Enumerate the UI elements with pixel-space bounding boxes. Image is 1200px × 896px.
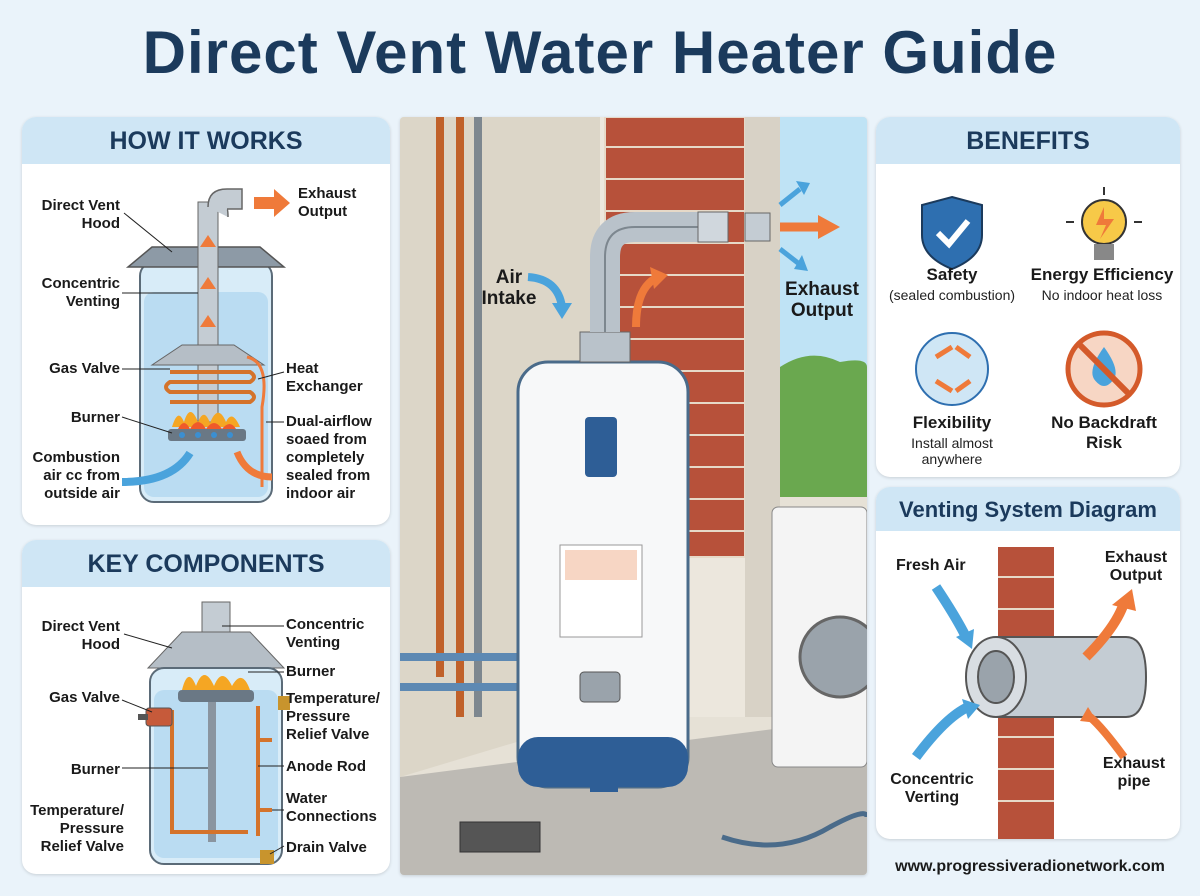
- vent-concentric-label: Concentric Verting: [890, 771, 974, 806]
- key-components-panel: KEY COMPONENTS Direct Vent Hood Concentr…: [22, 540, 390, 874]
- key-water-label: Water Connections: [286, 790, 377, 825]
- benefit-flexibility-sub: Install almost anywhere: [911, 435, 993, 467]
- website-url[interactable]: www.progressiveradionetwork.com: [895, 858, 1165, 875]
- benefit-safety-title: Safety: [926, 265, 978, 284]
- key-burner-label: Burner: [70, 761, 120, 778]
- how-it-works-heading: HOW IT WORKS: [22, 117, 390, 164]
- flex-arrows-icon: [915, 332, 989, 406]
- vent-exhaust-label: Exhaust Output: [1104, 549, 1168, 584]
- scene-exhaust-label: Exhaust Output: [785, 279, 859, 321]
- key-concentric-label: Concentric Venting: [286, 616, 365, 651]
- how-combustion-label: Combustion air cc from outside air: [32, 449, 121, 502]
- benefit-backdraft-title: No Backdraft Risk: [1051, 413, 1157, 452]
- key-burner-top-label: Burner: [286, 663, 336, 680]
- no-backdraft-icon: [1065, 330, 1143, 408]
- shield-check-icon: [921, 195, 983, 271]
- key-drain-label: Drain Valve: [286, 839, 367, 856]
- benefits-icons: [915, 187, 1143, 408]
- page-title: Direct Vent Water Heater Guide: [142, 19, 1058, 86]
- benefit-flexibility-title: Flexibility: [912, 413, 992, 432]
- benefit-efficiency-sub: No indoor heat loss: [1041, 287, 1163, 303]
- key-tpr-left-label: Temperature/ Pressure Relief Valve: [30, 802, 124, 855]
- how-hood-label: Direct Vent Hood: [41, 197, 120, 232]
- key-tpr-right-label: Temperature/ Pressure Relief Valve: [286, 690, 380, 743]
- key-components-diagram: [121, 601, 290, 865]
- vent-fresh-label: Fresh Air: [896, 557, 966, 574]
- benefit-efficiency-title: Energy Efficiency: [1030, 265, 1174, 284]
- venting-panel: Venting System Diagram Fresh Air Exhaust…: [876, 487, 1180, 839]
- how-gas-label: Gas Valve: [49, 360, 120, 377]
- venting-heading: Venting System Diagram: [876, 487, 1180, 531]
- venting-diagram: [912, 547, 1148, 839]
- how-it-works-diagram: [121, 188, 290, 503]
- benefits-heading: BENEFITS: [876, 117, 1180, 164]
- air-intake-label: Air Intake: [481, 267, 537, 309]
- key-components-heading: KEY COMPONENTS: [22, 540, 390, 587]
- key-hood-label: Direct Vent Hood: [41, 618, 120, 653]
- key-gas-label: Gas Valve: [49, 689, 120, 706]
- lightbulb-icon: [1066, 187, 1142, 260]
- how-exhaust-label: Exhaust Output: [298, 185, 357, 220]
- key-anode-label: Anode Rod: [286, 758, 366, 775]
- benefit-safety-sub: (sealed combustion): [888, 287, 1016, 303]
- installation-illustration: [400, 117, 867, 875]
- benefits-panel: BENEFITS Safety (sealed combustion) Ener…: [876, 117, 1180, 477]
- how-dual-label: Dual-airflow soaed from completely seale…: [286, 413, 372, 502]
- installation-scene: Air Intake Exhaust Output: [400, 117, 867, 875]
- how-burner-label: Burner: [70, 409, 120, 426]
- how-concentric-label: Concentric Venting: [41, 275, 120, 310]
- how-it-works-panel: HOW IT WORKS Direct Ve: [22, 117, 390, 525]
- vent-pipe-label: Exhaust pipe: [1102, 755, 1166, 790]
- how-heat-label: Heat Exchanger: [286, 360, 363, 395]
